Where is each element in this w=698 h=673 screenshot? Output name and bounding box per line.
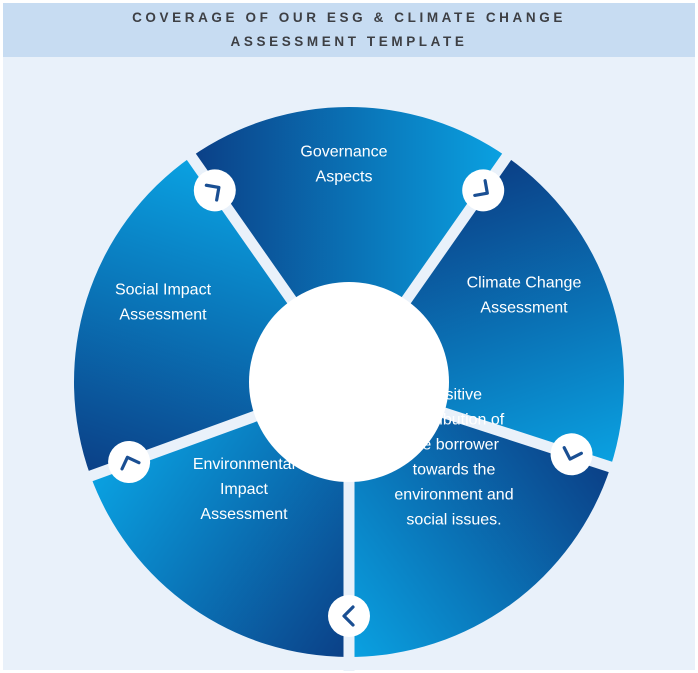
center-hub [249, 282, 449, 482]
segment-positive-contribution [349, 411, 611, 657]
segment-divider [75, 407, 267, 487]
chevron-icon [328, 595, 370, 637]
title-line-1: COVERAGE OF OUR ESG & CLIMATE CHANGE [132, 10, 566, 25]
segment-governance [191, 106, 507, 305]
segment-divider [396, 142, 520, 312]
segment-social-impact [74, 156, 295, 477]
chevron-icon [108, 441, 151, 484]
chevron-icon [462, 169, 505, 212]
chevron-icon [550, 433, 593, 476]
title-banner: COVERAGE OF OUR ESG & CLIMATE CHANGE ASS… [3, 3, 695, 57]
chevron-icon [193, 169, 236, 212]
segment-divider [432, 404, 626, 477]
segment-environmental-impact [90, 414, 349, 657]
segment-divider [178, 142, 302, 312]
title-line-2: ASSESSMENT TEMPLATE [230, 34, 468, 49]
